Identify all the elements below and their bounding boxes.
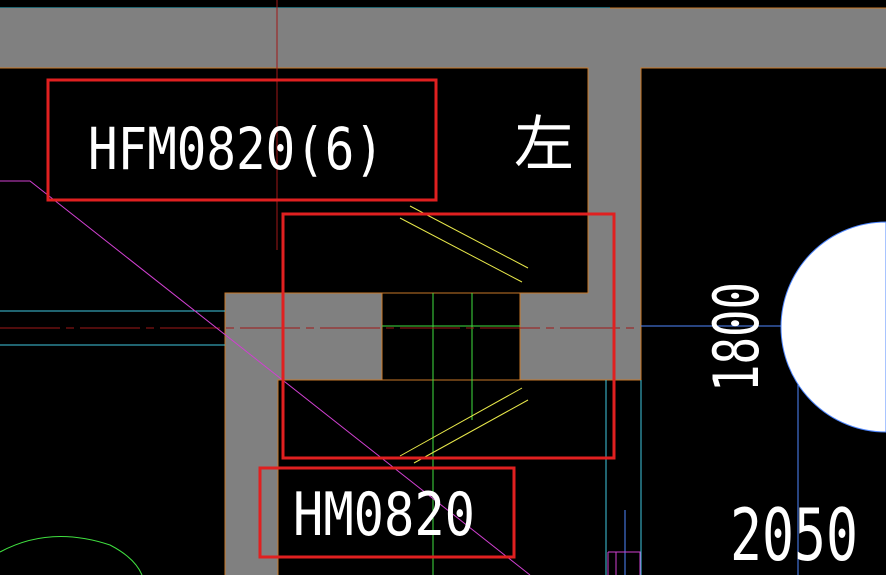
door-opening (381, 292, 521, 381)
highlight-box-hm[interactable] (258, 466, 516, 559)
dimension-1800: 1800 (700, 282, 773, 392)
door-swing-top-1 (409, 205, 529, 269)
wall-middle-left (225, 293, 382, 380)
highlight-box-hfm[interactable] (46, 78, 438, 202)
highlight-box-door[interactable] (281, 212, 616, 460)
circle-right (780, 221, 886, 433)
magenta-diagonal-line (0, 180, 531, 575)
room-top-left-outline (0, 67, 589, 293)
wall-middle-right (520, 293, 641, 380)
door-label-hm: HM0820 (293, 480, 475, 550)
door-swing-top-2 (399, 217, 523, 283)
door-swing-bottom-1 (399, 387, 523, 457)
wall-lower-left (225, 380, 278, 575)
side-label-char: 左 (514, 110, 574, 180)
magenta-marker (607, 551, 641, 575)
door-swing-bottom-2 (413, 399, 529, 464)
wall-group (0, 7, 886, 575)
door-label-hfm: HFM0820(6) (88, 115, 384, 183)
room-right-outline (640, 67, 886, 380)
dimension-2050: 2050 (730, 493, 858, 575)
green-arc (0, 536, 143, 575)
wall-top (0, 8, 886, 68)
